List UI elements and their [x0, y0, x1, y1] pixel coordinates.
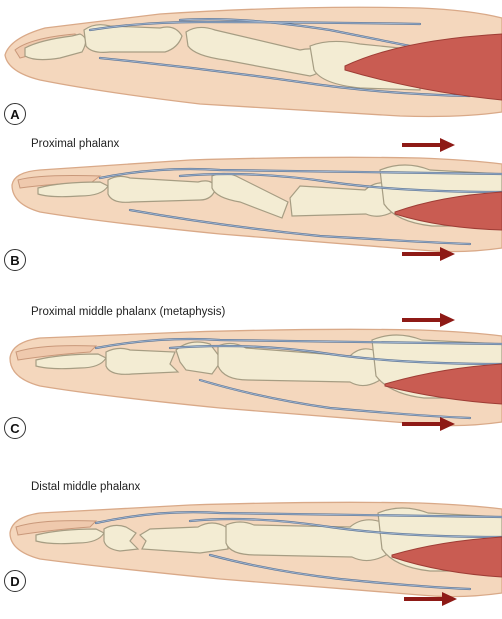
- middle-phalanx-distal-fragment: [103, 524, 140, 552]
- panel-label-b: B: [4, 249, 26, 271]
- arrow-icon: [402, 313, 455, 327]
- middle-phalanx-distal-fragment: [105, 347, 180, 375]
- fingernail: [17, 175, 102, 189]
- fingernail: [15, 345, 98, 361]
- finger-illustration-b: [11, 138, 502, 261]
- middle-phalanx: [83, 24, 183, 53]
- arrow-icon: [402, 247, 455, 261]
- panel-a: A: [0, 0, 502, 130]
- panel-label-c: C: [4, 417, 26, 439]
- tendons-highlight: [95, 511, 502, 590]
- tendons-highlight: [95, 338, 502, 419]
- muscle: [384, 363, 502, 405]
- panel-label-d: D: [4, 570, 26, 592]
- proximal-phalanx: [225, 519, 387, 562]
- panel-b: Proximal phalanx B: [0, 130, 502, 280]
- panel-caption-c: Proximal middle phalanx (metaphysis): [31, 306, 226, 318]
- arrow-icon: [404, 592, 457, 606]
- middle-phalanx-proximal-fragment: [139, 522, 229, 554]
- arrow-icon: [402, 417, 455, 431]
- muscle: [394, 191, 502, 231]
- finger-illustration-a: [4, 6, 502, 118]
- muscle: [344, 33, 502, 101]
- arrow-icon: [402, 138, 455, 152]
- fingernail: [15, 520, 98, 536]
- distal-phalanx: [35, 528, 105, 545]
- panel-d: Distal middle phalanx D: [0, 475, 502, 619]
- tendons-highlight: [99, 168, 502, 245]
- panel-caption-b: Proximal phalanx: [31, 138, 120, 150]
- tendons-highlight: [89, 18, 471, 97]
- finger-illustration-d: [9, 501, 502, 606]
- panel-caption-d: Distal middle phalanx: [31, 481, 141, 493]
- distal-phalanx: [37, 181, 109, 198]
- panel-label-a: A: [4, 103, 26, 125]
- panel-c: Proximal middle phalanx (metaphysis): [0, 300, 502, 450]
- finger-illustration-c: [9, 313, 502, 431]
- distal-phalanx: [35, 353, 107, 370]
- muscle: [391, 536, 502, 578]
